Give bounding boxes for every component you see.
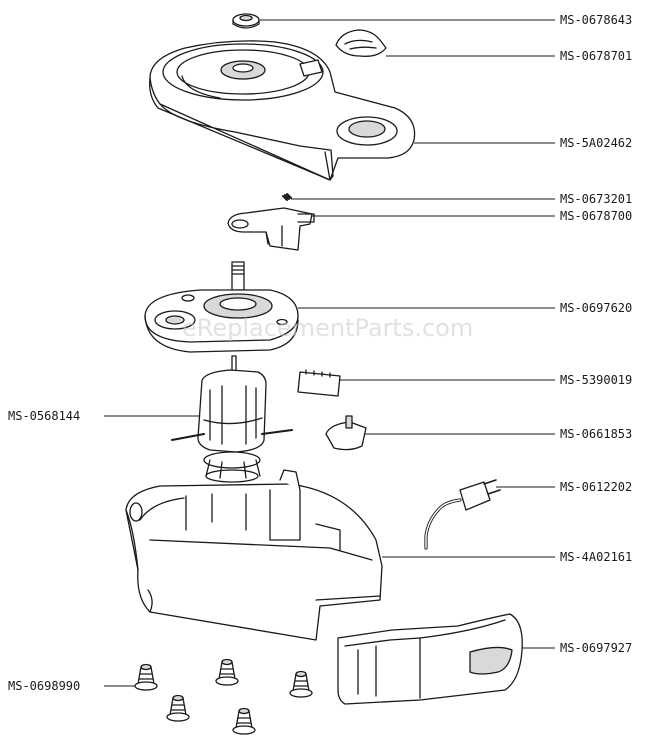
rubber-foot-4 (166, 694, 190, 722)
motor-drawing (171, 355, 293, 483)
base-housing-drawing (125, 469, 383, 641)
label-ms-0661853: MS-0661853 (560, 427, 633, 441)
rubber-foot-5 (232, 707, 256, 735)
watermark: eReplacementParts.com (182, 314, 474, 342)
rubber-feet-drawing (134, 658, 313, 735)
label-ms-0678700: MS-0678700 (560, 209, 633, 223)
cord-storage-cover-drawing (337, 613, 523, 705)
power-cord-drawing (424, 479, 501, 550)
label-ms-0678643: MS-0678643 (560, 13, 633, 27)
label-ms-0697927: MS-0697927 (560, 641, 633, 655)
latch-drawing (335, 29, 387, 57)
lever-drawing (227, 207, 315, 251)
label-ms-0568144: MS-0568144 (8, 409, 81, 423)
rubber-foot-2 (215, 658, 239, 686)
label-ms-0678701: MS-0678701 (560, 49, 633, 63)
rubber-foot-3 (289, 670, 313, 698)
rubber-foot-1 (134, 663, 158, 691)
gear-plate-drawing (144, 261, 299, 353)
switch-drawing (325, 415, 367, 451)
label-ms-0697620: MS-0697620 (560, 301, 633, 315)
top-cover-drawing (149, 40, 416, 181)
spring-drawing (282, 193, 292, 201)
label-ms-5a02462: MS-5A02462 (560, 136, 633, 150)
label-ms-4a02161: MS-4A02161 (560, 550, 633, 564)
label-ms-0698990: MS-0698990 (8, 679, 81, 693)
label-ms-0673201: MS-0673201 (560, 192, 633, 206)
label-ms-5390019: MS-5390019 (560, 373, 633, 387)
leader-lines (104, 19, 555, 687)
label-ms-0612202: MS-0612202 (560, 480, 633, 494)
knob-cap-drawing (232, 13, 260, 29)
circuit-board-drawing (297, 369, 341, 397)
